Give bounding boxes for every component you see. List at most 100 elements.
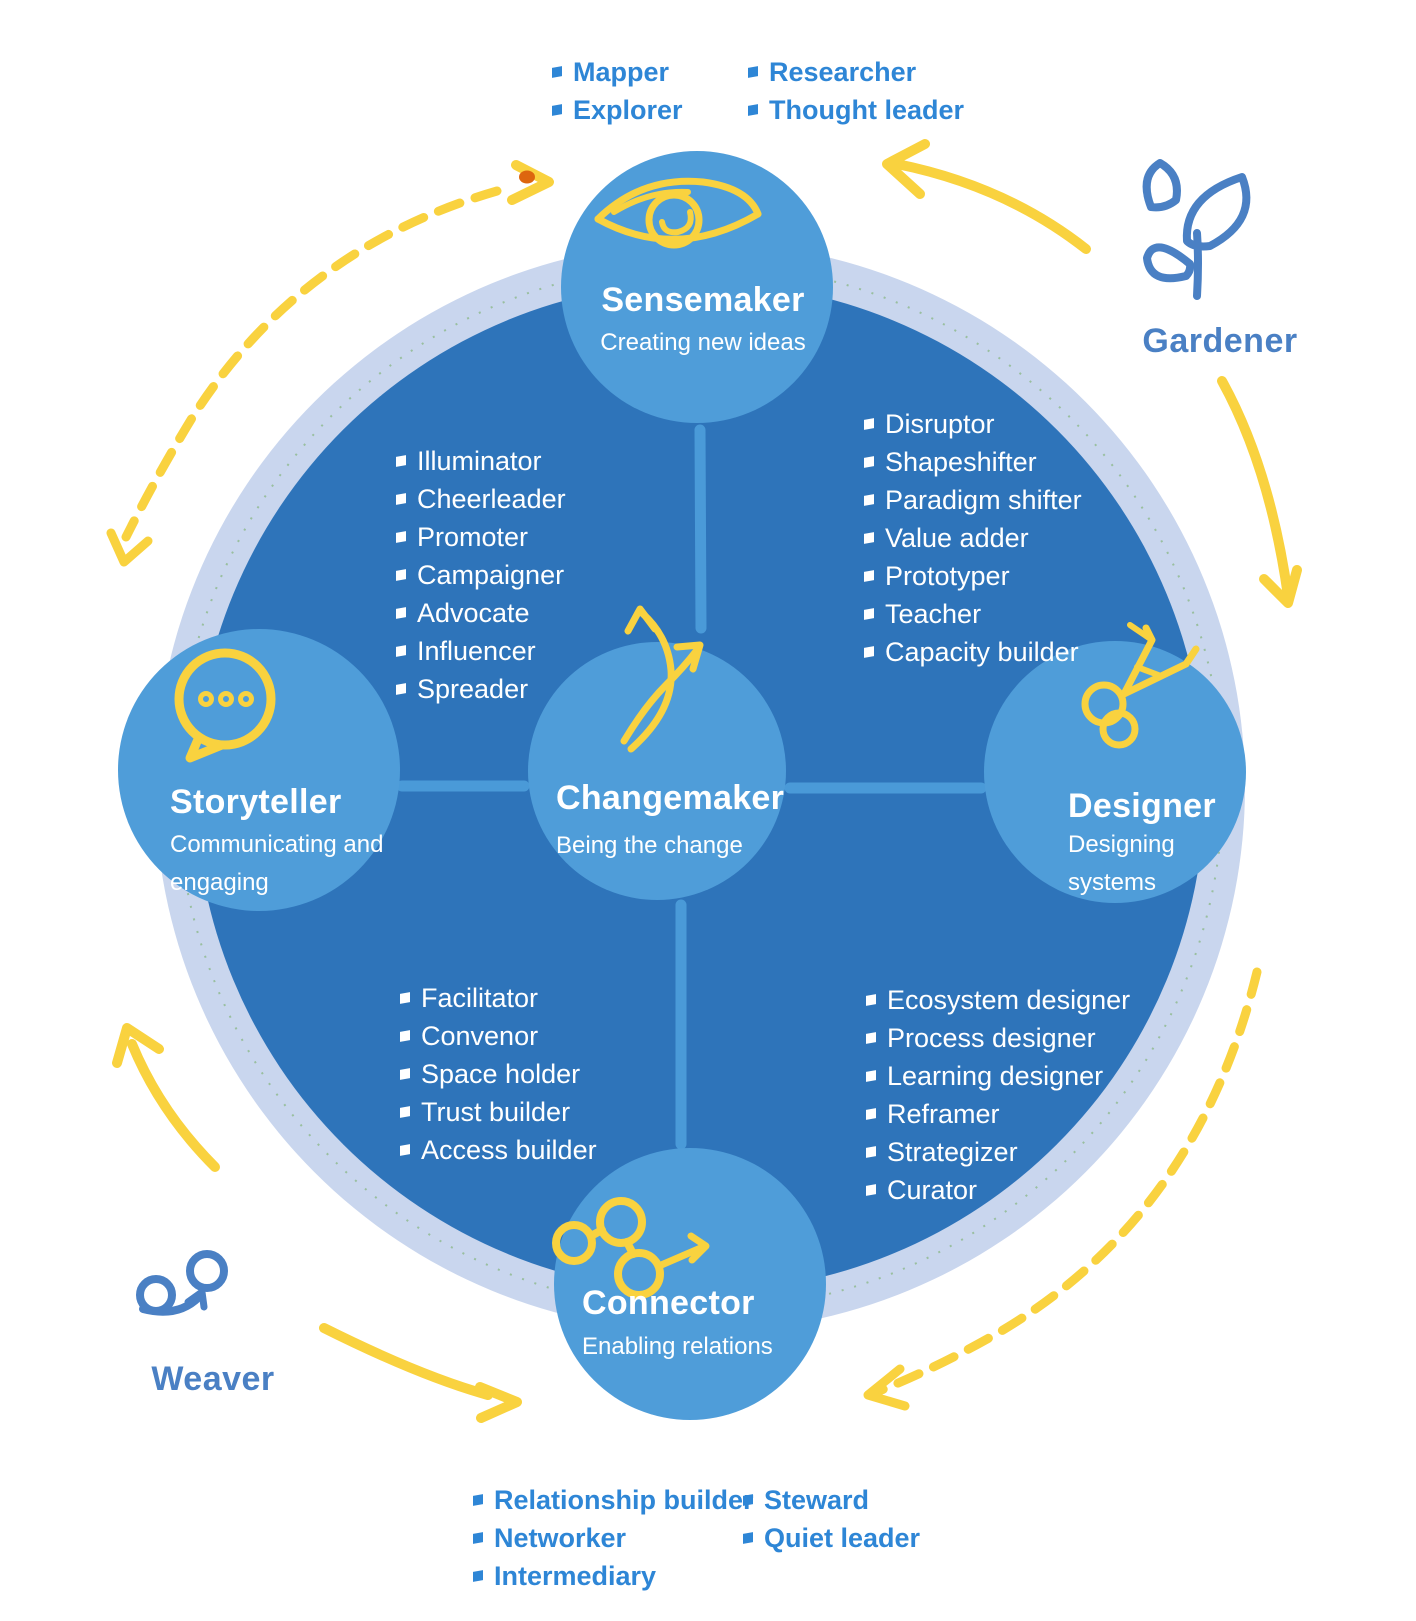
crossed-arrows-icon <box>620 605 704 753</box>
weaver-label: Weaver <box>151 1360 275 1398</box>
list-item: Access builder <box>400 1131 597 1169</box>
list-item: Paradigm shifter <box>864 481 1082 519</box>
square-bullet-icon <box>473 1570 483 1582</box>
square-bullet-icon <box>396 607 406 619</box>
list-item: Intermediary <box>473 1557 754 1595</box>
node-circle-storyteller <box>118 629 400 911</box>
list-item: Promoter <box>396 518 566 556</box>
square-bullet-icon <box>864 456 874 468</box>
square-bullet-icon <box>400 1068 410 1080</box>
node-circle-changemaker <box>528 642 786 900</box>
list-item: Quiet leader <box>743 1519 920 1557</box>
speech-bubble-icon <box>174 648 276 763</box>
node-circle-designer <box>984 641 1246 903</box>
network-icon <box>552 1197 710 1299</box>
square-bullet-icon <box>748 104 758 116</box>
square-bullet-icon <box>552 104 562 116</box>
square-bullet-icon <box>743 1494 753 1506</box>
list-item: Influencer <box>396 632 566 670</box>
gardener-label: Gardener <box>1142 322 1298 360</box>
list-item: Reframer <box>866 1095 1130 1133</box>
orange-dot <box>519 170 535 184</box>
list-item: Prototyper <box>864 557 1082 595</box>
square-bullet-icon <box>396 645 406 657</box>
spoke-sensemaker-changemaker <box>694 424 707 634</box>
square-bullet-icon <box>866 1108 876 1120</box>
square-bullet-icon <box>866 1184 876 1196</box>
list-item: Networker <box>473 1519 754 1557</box>
list-item: Trust builder <box>400 1093 597 1131</box>
compass-icon <box>1081 622 1200 749</box>
connector-subtitle: Enabling relations <box>582 1333 773 1360</box>
list-item: Mapper <box>552 53 683 91</box>
eye-icon <box>594 177 762 249</box>
list-item: Value adder <box>864 519 1082 557</box>
loop-arrow-icon <box>136 1250 228 1316</box>
square-bullet-icon <box>864 646 874 658</box>
arrow-gardener-to-sensemaker <box>882 139 1091 254</box>
designer-subtitle: Designing systems <box>1068 831 1175 896</box>
node-circle-connector <box>554 1148 826 1420</box>
sensemaker-title: Sensemaker <box>601 281 805 319</box>
list-item: Advocate <box>396 594 566 632</box>
square-bullet-icon <box>396 569 406 581</box>
square-bullet-icon <box>864 570 874 582</box>
square-bullet-icon <box>864 608 874 620</box>
square-bullet-icon <box>866 1070 876 1082</box>
node-circle-sensemaker <box>561 151 833 423</box>
square-bullet-icon <box>866 1032 876 1044</box>
arrow-weaver-up-left <box>112 1023 220 1172</box>
list-item: Thought leader <box>748 91 964 129</box>
square-bullet-icon <box>864 418 874 430</box>
storyteller-subtitle: Communicating and engaging <box>170 831 384 896</box>
list-item: Strategizer <box>866 1133 1130 1171</box>
list-item: Convenor <box>400 1017 597 1055</box>
list-item: Process designer <box>866 1019 1130 1057</box>
connector-title: Connector <box>582 1284 755 1322</box>
list-item: Capacity builder <box>864 633 1082 671</box>
list-item: Shapeshifter <box>864 443 1082 481</box>
changemaker-subtitle: Being the change <box>556 832 743 859</box>
square-bullet-icon <box>864 532 874 544</box>
designer-title: Designer <box>1068 787 1216 825</box>
plant-icon <box>1142 159 1251 300</box>
storyteller-title: Storyteller <box>170 783 342 821</box>
square-bullet-icon <box>396 683 406 695</box>
changemaker-title: Changemaker <box>556 779 785 817</box>
square-bullet-icon <box>743 1532 753 1544</box>
list-item: Space holder <box>400 1055 597 1093</box>
square-bullet-icon <box>396 455 406 467</box>
list-item: Steward <box>743 1481 920 1519</box>
list-item: Cheerleader <box>396 480 566 518</box>
arrow-weaver-to-connector <box>319 1323 522 1423</box>
list-item: Researcher <box>748 53 964 91</box>
arrow-gardener-down-right <box>1217 376 1302 608</box>
square-bullet-icon <box>748 66 758 78</box>
square-bullet-icon <box>400 1030 410 1042</box>
list-item: Curator <box>866 1171 1130 1209</box>
square-bullet-icon <box>396 493 406 505</box>
list-item: Teacher <box>864 595 1082 633</box>
square-bullet-icon <box>866 994 876 1006</box>
dashed-arrow-bottom-right <box>863 967 1262 1411</box>
list-item: Illuminator <box>396 442 566 480</box>
list-item: Ecosystem designer <box>866 981 1130 1019</box>
list-item: Campaigner <box>396 556 566 594</box>
list-item: Disruptor <box>864 405 1082 443</box>
dashed-arrow-top-left <box>106 160 554 567</box>
square-bullet-icon <box>400 1144 410 1156</box>
sensemaker-subtitle: Creating new ideas <box>600 329 806 356</box>
square-bullet-icon <box>473 1494 483 1506</box>
square-bullet-icon <box>552 66 562 78</box>
list-item: Facilitator <box>400 979 597 1017</box>
square-bullet-icon <box>866 1146 876 1158</box>
